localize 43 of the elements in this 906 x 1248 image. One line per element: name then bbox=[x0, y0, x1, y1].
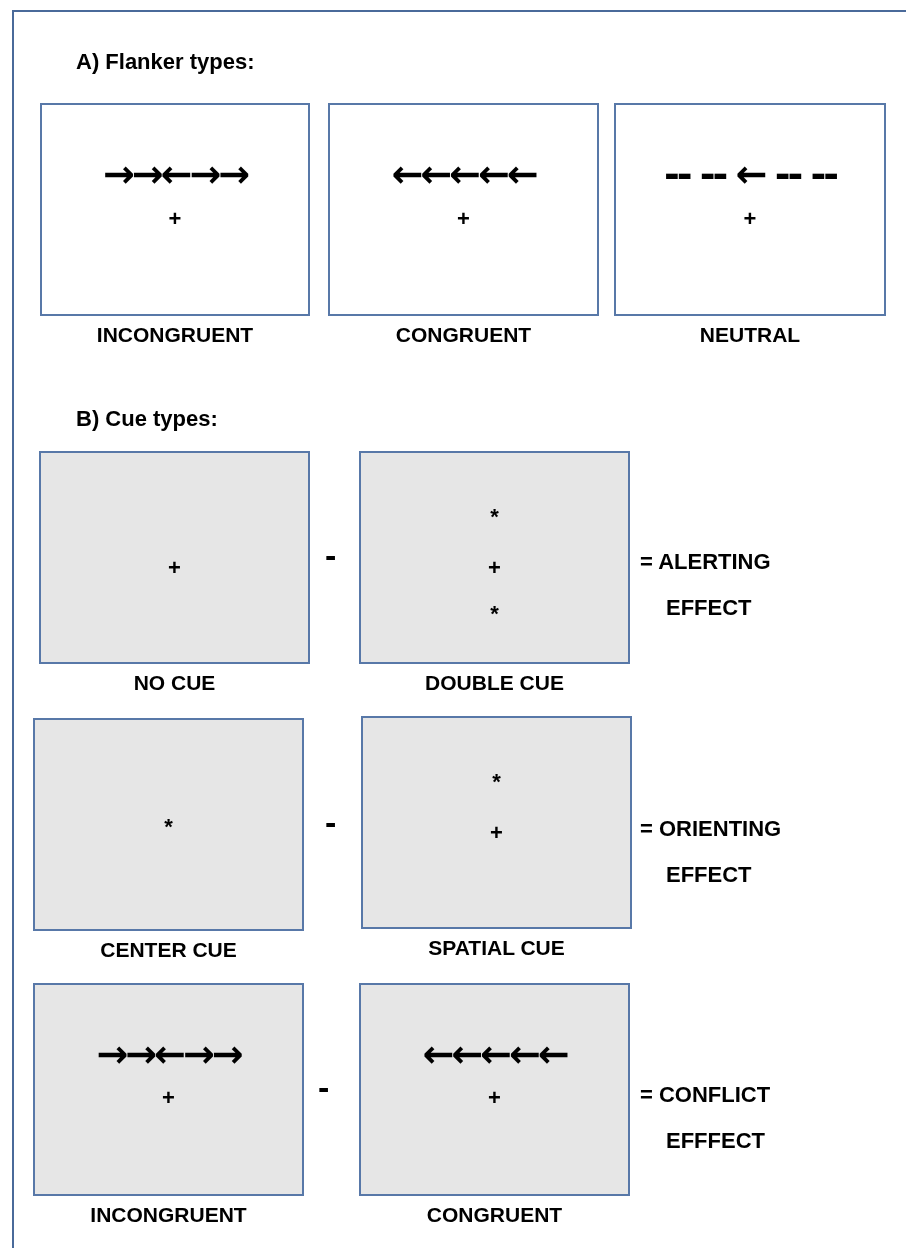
stimulus-symbol: * bbox=[164, 816, 173, 838]
stimulus-symbol: * bbox=[490, 603, 499, 625]
minus-sign: - bbox=[325, 535, 337, 576]
stimulus-screen bbox=[33, 718, 304, 931]
stimulus-symbol: + bbox=[168, 208, 182, 230]
condition-label: CENTER CUE bbox=[100, 939, 237, 960]
stimulus-screen bbox=[328, 103, 599, 316]
effect-label: = ALERTING EFFECT bbox=[640, 548, 772, 622]
stimulus-symbol: + bbox=[168, 557, 181, 579]
condition-label: NEUTRAL bbox=[699, 324, 801, 345]
stimulus-symbol: + bbox=[743, 208, 757, 230]
arrow-row: ←←←←← bbox=[391, 155, 536, 193]
stimulus-screen bbox=[40, 103, 310, 316]
condition-label: SPATIAL CUE bbox=[428, 937, 565, 958]
arrow-row: -- -- ← -- -- bbox=[664, 155, 836, 193]
effect-label: = CONFLICT EFFFECT bbox=[640, 1081, 772, 1155]
stimulus-screen bbox=[359, 983, 630, 1196]
condition-label: DOUBLE CUE bbox=[425, 672, 564, 693]
stimulus-screen bbox=[33, 983, 304, 1196]
minus-sign: - bbox=[325, 802, 337, 843]
arrow-row: ←←←←← bbox=[422, 1035, 567, 1073]
stimulus-symbol: * bbox=[490, 506, 499, 528]
effect-label: = ORIENTING EFFECT bbox=[640, 815, 783, 889]
stimulus-symbol: * bbox=[492, 771, 501, 793]
condition-label: NO CUE bbox=[133, 672, 216, 693]
stimulus-symbol: + bbox=[488, 557, 501, 579]
condition-label: INCONGRUENT bbox=[96, 324, 254, 345]
stimulus-symbol: + bbox=[162, 1087, 175, 1109]
stimulus-screen bbox=[614, 103, 886, 316]
stimulus-screen bbox=[359, 451, 630, 664]
section-heading: B) Cue types: bbox=[76, 405, 218, 433]
stimulus-symbol: + bbox=[457, 208, 470, 230]
stimulus-symbol: + bbox=[490, 822, 503, 844]
minus-sign: - bbox=[318, 1067, 330, 1108]
condition-label: CONGRUENT bbox=[426, 1204, 563, 1225]
stimulus-screen bbox=[39, 451, 310, 664]
condition-label: INCONGRUENT bbox=[90, 1204, 247, 1225]
arrow-row: →→←→→ bbox=[96, 1035, 241, 1073]
condition-label: CONGRUENT bbox=[395, 324, 532, 345]
section-heading: A) Flanker types: bbox=[76, 48, 255, 76]
stimulus-screen bbox=[361, 716, 632, 929]
stimulus-symbol: + bbox=[488, 1087, 501, 1109]
arrow-row: →→←→→ bbox=[102, 155, 248, 193]
